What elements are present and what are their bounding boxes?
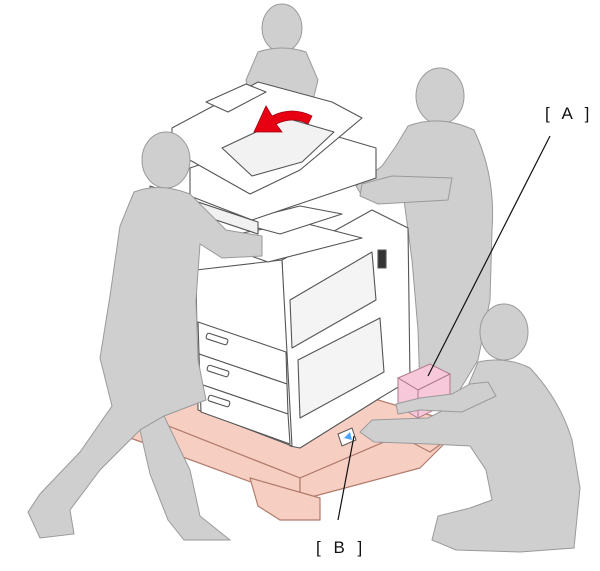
person-right-back-arm — [359, 175, 453, 205]
person-front-right-head — [479, 303, 529, 361]
person-front-right — [359, 303, 581, 553]
person-front-left-head — [141, 131, 191, 189]
person-right-back-head — [415, 67, 465, 125]
side-cover-lower — [297, 317, 385, 419]
curved-arrow-icon — [253, 105, 313, 133]
callout-label-a: [ A ] — [545, 104, 594, 123]
pallet-flap-bottom — [249, 477, 321, 521]
copier — [149, 81, 411, 449]
feeder-lid — [205, 83, 267, 113]
side-vent — [377, 249, 387, 269]
person-front-left-body — [27, 187, 263, 539]
drawer-handle-1 — [205, 332, 229, 346]
callout-label-b: [ B ] — [316, 538, 367, 557]
person-front-left-leg — [139, 415, 232, 541]
side-door — [289, 251, 377, 349]
part-b-marker — [337, 427, 357, 447]
drawer-handle-3 — [207, 394, 231, 408]
drawer-handle-2 — [206, 364, 230, 378]
leader-line-b — [337, 435, 355, 521]
part-b-indicator — [344, 432, 352, 440]
copier-drawers — [197, 321, 291, 445]
person-back-head — [261, 3, 303, 53]
person-right-back — [355, 67, 494, 397]
person-front-right-arm — [395, 381, 497, 415]
leader-line-a — [427, 135, 551, 377]
person-front-right-body — [359, 359, 581, 553]
person-front-left — [27, 131, 263, 541]
